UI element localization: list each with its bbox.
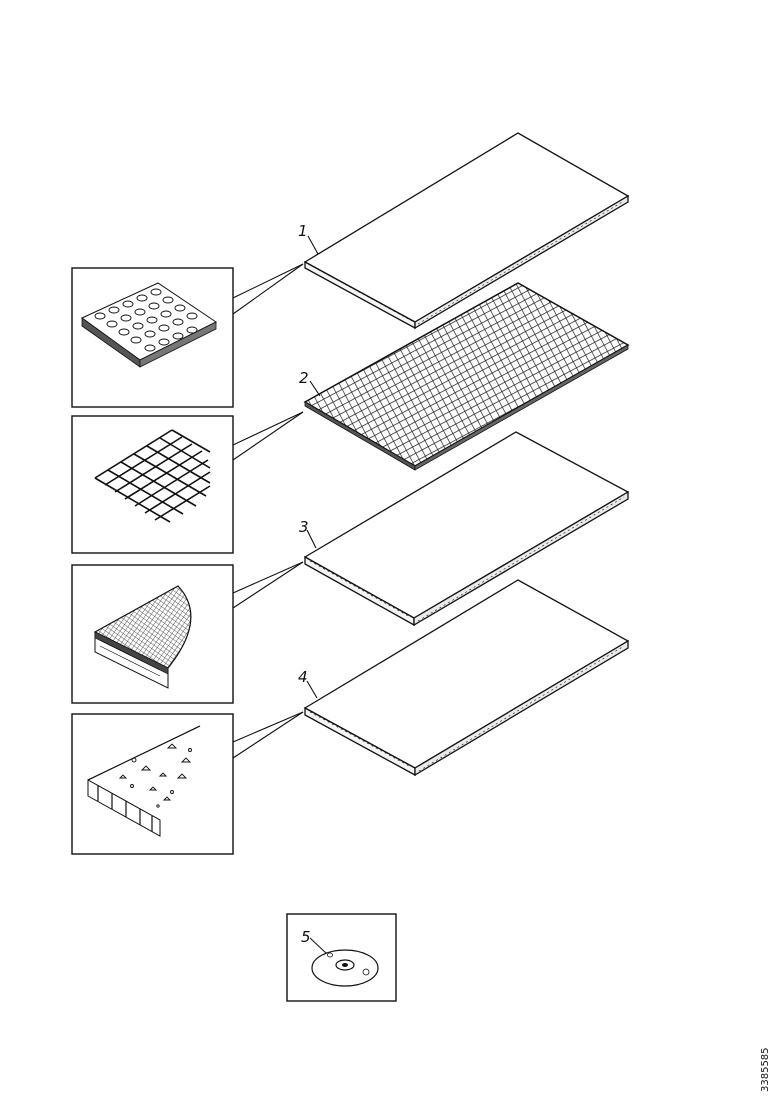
panel-3 (303, 431, 630, 627)
callout-1: 1 (298, 222, 308, 240)
callout-5: 5 (301, 928, 311, 946)
callout-2: 2 (299, 369, 309, 387)
leader-lines (232, 235, 321, 759)
detail-box-1 (71, 267, 234, 408)
detail-box-2 (71, 415, 234, 554)
panel-2-grid (303, 282, 630, 471)
scatter-marks (118, 743, 192, 808)
panel-4 (303, 579, 630, 777)
detail-box-4 (71, 713, 234, 855)
detail-box-5 (286, 913, 397, 1002)
callout-3: 3 (299, 518, 309, 536)
dimple-pattern (94, 288, 198, 352)
panel-1 (303, 132, 630, 330)
detail-box-3 (71, 564, 234, 704)
reference-code: 3385585 (760, 1047, 771, 1092)
callout-4: 4 (298, 668, 308, 686)
